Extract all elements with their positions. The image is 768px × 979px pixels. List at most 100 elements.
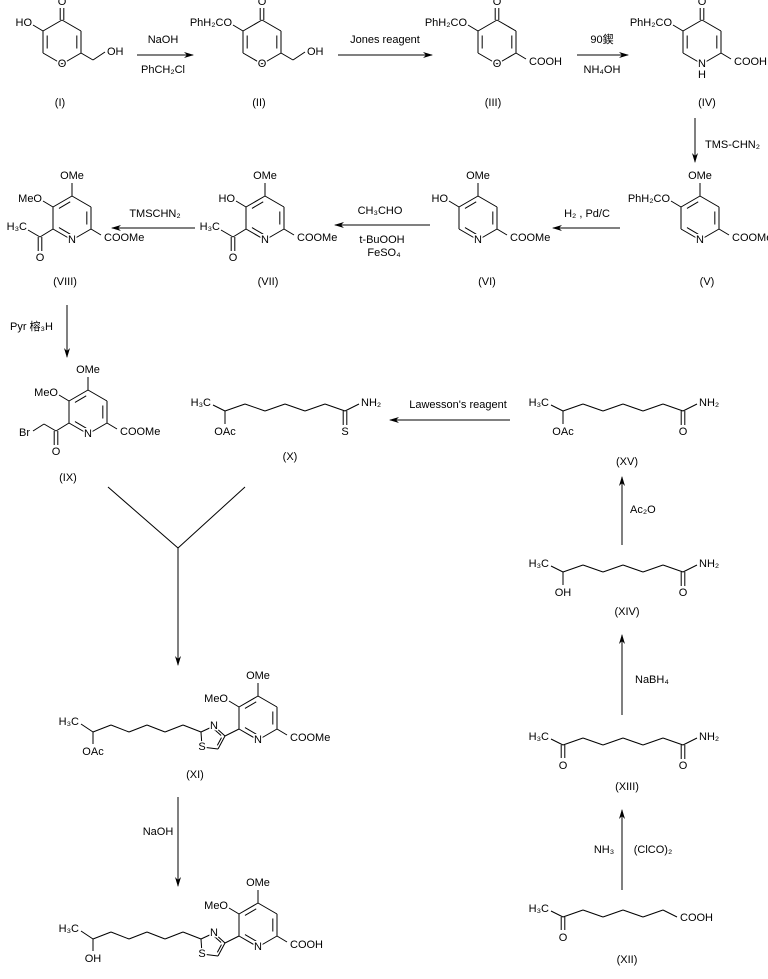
bond <box>212 404 226 412</box>
atom-methyl: H₃C <box>7 221 27 233</box>
bond <box>515 52 527 60</box>
bond <box>217 735 226 750</box>
bond <box>182 724 202 733</box>
reagent-jones: Jones reagent <box>350 34 420 46</box>
bond <box>264 195 285 208</box>
bond <box>562 564 584 573</box>
bond <box>686 227 699 235</box>
atom-ring-n: N <box>698 58 706 70</box>
bond <box>214 729 222 736</box>
label-XII: (XII) <box>617 954 638 966</box>
bond <box>682 737 698 746</box>
atom-amine: NH₂ <box>699 397 719 409</box>
label-IX: (IX) <box>59 472 77 484</box>
bond <box>217 942 226 957</box>
compound-XIII: H₃C O O NH₂ <box>527 730 721 774</box>
compound-VI: OMe N HO COOMe <box>430 169 552 248</box>
bond <box>642 403 664 412</box>
bond <box>74 395 87 403</box>
bond <box>602 909 624 918</box>
label-II: (II) <box>252 97 265 109</box>
bond <box>224 403 246 412</box>
bond <box>201 953 219 957</box>
atom-methyl: H₃C <box>529 397 549 409</box>
bond <box>662 737 684 746</box>
bond <box>87 389 108 402</box>
atom-hydroxy: OH <box>107 46 124 58</box>
bond <box>52 228 73 241</box>
atom-acetyl-o: O <box>52 446 61 458</box>
bond <box>682 19 703 32</box>
bond <box>238 902 259 915</box>
bond <box>68 389 89 402</box>
reagent-h2-pdc: H₂ , Pd/C <box>564 208 610 220</box>
atom-ring-n: N <box>254 941 262 953</box>
bond <box>106 422 118 430</box>
label-IV: (IV) <box>698 97 716 109</box>
atom-acetoxy: OAc <box>214 426 236 438</box>
atom-methyl: H₃C <box>59 923 79 935</box>
label-VIII: (VIII) <box>53 276 77 288</box>
bond <box>164 724 184 733</box>
bond <box>200 938 203 955</box>
bond <box>244 727 257 735</box>
reagent-ammonium-hydroxide: NH₄OH <box>584 64 621 76</box>
atom-methyl: H₃C <box>529 903 549 915</box>
bond <box>682 403 698 412</box>
atom-methyl: H₃C <box>59 716 79 728</box>
compound-V: OMe N PhH₂CO COOMe <box>626 169 768 248</box>
bond <box>324 403 346 412</box>
bond <box>235 200 247 208</box>
bond <box>672 24 684 32</box>
bond <box>682 52 703 65</box>
atom-thione-s: S <box>341 426 348 438</box>
bond <box>562 737 584 746</box>
atom-carboxylic-acid: COOH <box>529 56 562 68</box>
atom-ring-n: N <box>254 734 262 746</box>
bond <box>43 423 57 432</box>
bond <box>228 700 240 708</box>
bond <box>213 932 226 944</box>
reagent-nabh4: NaBH₄ <box>635 674 669 686</box>
bond <box>245 228 266 241</box>
bond <box>110 931 130 940</box>
bond <box>464 227 477 235</box>
bond <box>602 564 624 573</box>
bond <box>458 228 479 241</box>
atom-methyl-ester: COOMe <box>510 232 550 244</box>
atom-benzyloxy: PhH₂CO <box>628 193 671 205</box>
bond <box>622 737 644 746</box>
bond <box>477 52 498 65</box>
bond <box>682 564 698 573</box>
bond <box>71 195 92 208</box>
bond <box>264 228 285 241</box>
bond <box>344 403 360 412</box>
bond <box>58 394 70 402</box>
reagent-oxalyl-chloride: (ClCO)₂ <box>634 844 672 856</box>
bond <box>61 52 82 65</box>
bond <box>110 724 130 733</box>
bond <box>264 403 286 412</box>
bond <box>662 909 678 918</box>
bond <box>662 564 684 573</box>
bond <box>458 195 479 208</box>
atom-methyl: H₃C <box>200 221 220 233</box>
bond <box>602 403 624 412</box>
atom-methoxy: OMe <box>60 170 84 182</box>
reagent-acetaldehyde: CH₃CHO <box>358 205 403 217</box>
bond <box>242 19 263 32</box>
bond <box>80 930 94 940</box>
bond <box>284 403 306 412</box>
compound-II: O O PhH₂CO OH <box>188 0 325 72</box>
bond <box>232 228 247 238</box>
bond <box>496 228 508 236</box>
compound-IX: OMe N MeO COOMe Br O <box>18 363 162 460</box>
bond <box>55 422 70 432</box>
label-III: (III) <box>485 97 502 109</box>
bond <box>238 728 259 741</box>
bond <box>42 19 63 32</box>
atom-benzyloxy: PhH₂CO <box>425 17 468 29</box>
atom-methoxy: MeO <box>204 693 228 705</box>
atom-benzyloxy: PhH₂CO <box>190 17 233 29</box>
